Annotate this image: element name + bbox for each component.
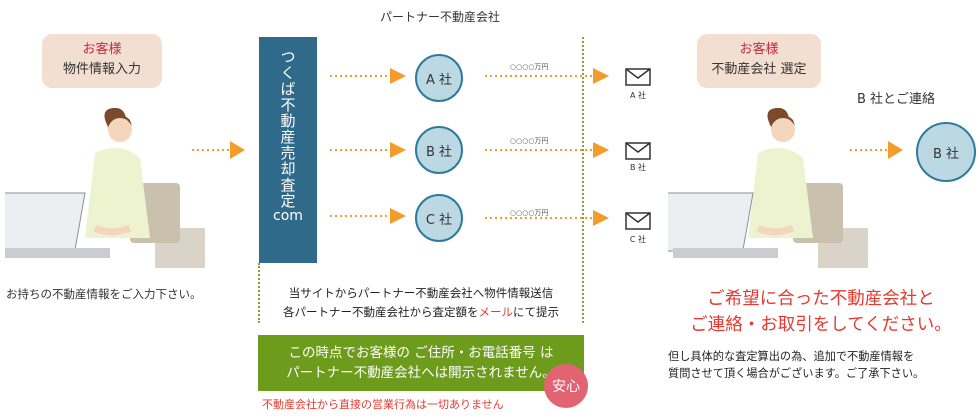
price-label-a: ○○○○万円 <box>510 63 549 71</box>
arrow-left-to-service <box>192 141 245 159</box>
customer-box-right: お客様 不動産会社 選定 <box>697 34 821 88</box>
customer-box-left: お客様 物件情報入力 <box>42 34 162 88</box>
service-name-bar: つくば不動産売却査定 <box>259 37 317 263</box>
arrows-to-companies <box>330 68 406 224</box>
selected-company-circle: B 社 <box>916 122 976 182</box>
price-label-b: ○○○○万円 <box>510 137 549 145</box>
headline: ご希望に合った不動産会社と ご連絡・お取引をしてください。 <box>664 286 978 338</box>
bracket-right-line <box>582 37 584 323</box>
mail-label-c: C 社 <box>629 235 647 244</box>
headline-line1: ご希望に合った不動産会社と <box>707 289 935 309</box>
header-title: パートナー不動産会社 <box>379 10 500 24</box>
footnote: 但し具体的な査定算出の為、追加で不動産情報を 質問させて頂く場合がございます。ご… <box>668 348 974 382</box>
customer-title: お客様 <box>82 42 122 57</box>
contact-label: B 社とご連絡 <box>857 92 936 107</box>
mail-icon-b <box>625 142 651 160</box>
customer-action-right: 不動産会社 選定 <box>711 62 807 77</box>
process-note-line2: 各パートナー不動産会社から査定額をメールにて提示 <box>283 305 559 319</box>
company-circle-c: C 社 <box>415 194 463 242</box>
headline-line2: ご連絡・お取引をしてください。 <box>690 315 952 335</box>
privacy-box: この時点でお客様の ご住所・お電話番号 は パートナー不動産会社へは開示されませ… <box>258 335 584 391</box>
privacy-line2: パートナー不動産会社へは開示されません。 <box>286 365 556 381</box>
service-name-main: つくば不動産売却査定 <box>278 49 297 209</box>
person-laptop-illustration-left <box>5 108 205 268</box>
customer-title-right: お客様 <box>739 42 779 57</box>
process-note-line1: 当サイトからパートナー不動産会社へ物件情報送信 <box>288 286 554 300</box>
mail-highlight: メール <box>478 305 514 319</box>
mail-label-b: B 社 <box>629 163 647 172</box>
anshin-badge: 安心 <box>544 364 588 408</box>
company-circle-b: B 社 <box>415 126 463 174</box>
privacy-line1: この時点でお客様の ご住所・お電話番号 は <box>288 345 554 361</box>
service-name-com: com <box>273 208 303 224</box>
bracket-left-line <box>258 263 260 323</box>
person-laptop-illustration-right <box>668 108 868 268</box>
arrow-to-selected-company <box>850 141 903 159</box>
left-caption: お持ちの不動産情報をご入力下さい。 <box>6 287 202 301</box>
disclaimer: 不動産会社から直接の営業行為は一切ありません <box>262 398 504 411</box>
price-label-c: ○○○○万円 <box>510 209 549 217</box>
arrows-to-mail <box>485 68 609 226</box>
mail-label-a: A 社 <box>629 91 646 100</box>
process-note: 当サイトからパートナー不動産会社へ物件情報送信 各パートナー不動産会社から査定額… <box>262 284 580 322</box>
footnote-line1: 但し具体的な査定算出の為、追加で不動産情報を <box>668 350 915 363</box>
footnote-line2: 質問させて頂く場合がございます。ご了承下さい。 <box>668 367 925 380</box>
company-circle-a: A 社 <box>415 54 463 102</box>
mail-icon-a <box>625 68 651 86</box>
customer-action: 物件情報入力 <box>62 62 141 77</box>
mail-icon-c <box>625 212 651 230</box>
